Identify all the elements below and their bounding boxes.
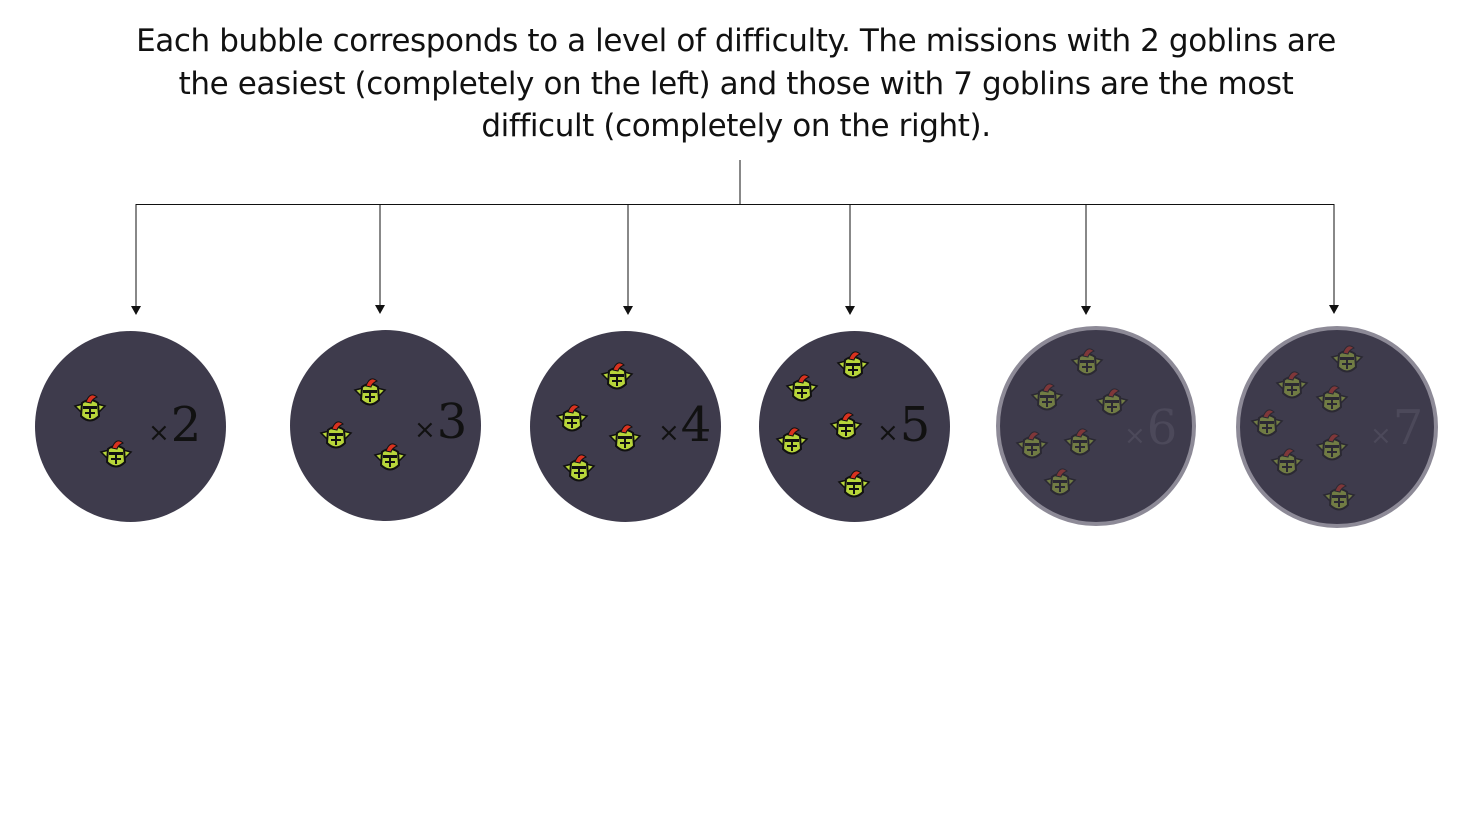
goblin-head-icon	[1070, 345, 1104, 381]
goblin-count: 6	[1146, 400, 1178, 456]
goblin-head-icon	[1275, 368, 1309, 404]
goblin-count: 5	[899, 397, 931, 453]
goblin-multiplier: ×4	[658, 401, 711, 449]
difficulty-bubble-2[interactable]: ×2	[35, 331, 226, 522]
goblin-multiplier: ×3	[414, 398, 467, 446]
times-sign: ×	[414, 415, 436, 445]
arrow-down-icon	[845, 204, 855, 315]
goblin-head-icon	[73, 391, 107, 427]
goblin-count: 2	[170, 397, 202, 453]
goblin-multiplier: ×6	[1124, 404, 1177, 452]
arrow-down-icon	[131, 204, 141, 315]
goblin-head-icon	[1015, 428, 1049, 464]
difficulty-bubble-5[interactable]: ×5	[759, 331, 950, 522]
goblin-head-icon	[1322, 480, 1356, 516]
goblin-head-icon	[1315, 430, 1349, 466]
times-sign: ×	[1370, 421, 1392, 451]
arrow-down-icon	[375, 204, 385, 314]
goblin-count: 3	[436, 394, 468, 450]
goblin-head-icon	[1270, 445, 1304, 481]
goblin-count: 4	[680, 397, 712, 453]
goblin-multiplier: ×2	[148, 401, 201, 449]
goblin-count: 7	[1392, 400, 1424, 456]
goblin-head-icon	[837, 467, 871, 503]
goblin-multiplier: ×5	[877, 401, 930, 449]
intro-text: Each bubble corresponds to a level of di…	[136, 23, 1336, 144]
goblin-head-icon	[1043, 465, 1077, 501]
goblin-head-icon	[785, 371, 819, 407]
goblin-multiplier: ×7	[1370, 404, 1423, 452]
goblin-head-icon	[555, 401, 589, 437]
goblin-head-icon	[1250, 406, 1284, 442]
goblin-head-icon	[319, 418, 353, 454]
goblin-head-icon	[1030, 380, 1064, 416]
times-sign: ×	[148, 418, 170, 448]
times-sign: ×	[877, 418, 899, 448]
goblin-head-icon	[1330, 342, 1364, 378]
difficulty-bubble-4[interactable]: ×4	[530, 331, 721, 522]
goblin-head-icon	[373, 440, 407, 476]
arrow-down-icon	[1329, 204, 1339, 314]
times-sign: ×	[1124, 421, 1146, 451]
goblin-head-icon	[1315, 382, 1349, 418]
goblin-head-icon	[775, 424, 809, 460]
arrow-down-icon	[1081, 204, 1091, 315]
times-sign: ×	[658, 418, 680, 448]
difficulty-bubble-6[interactable]: ×6	[996, 326, 1196, 526]
goblin-head-icon	[1063, 425, 1097, 461]
difficulty-bubble-7[interactable]: ×7	[1236, 326, 1438, 528]
goblin-head-icon	[836, 348, 870, 384]
goblin-head-icon	[562, 451, 596, 487]
goblin-head-icon	[1095, 385, 1129, 421]
difficulty-bubble-3[interactable]: ×3	[290, 330, 481, 521]
goblin-head-icon	[608, 421, 642, 457]
goblin-head-icon	[353, 375, 387, 411]
arrow-down-icon	[623, 204, 633, 315]
goblin-head-icon	[829, 409, 863, 445]
goblin-head-icon	[99, 437, 133, 473]
goblin-head-icon	[600, 359, 634, 395]
